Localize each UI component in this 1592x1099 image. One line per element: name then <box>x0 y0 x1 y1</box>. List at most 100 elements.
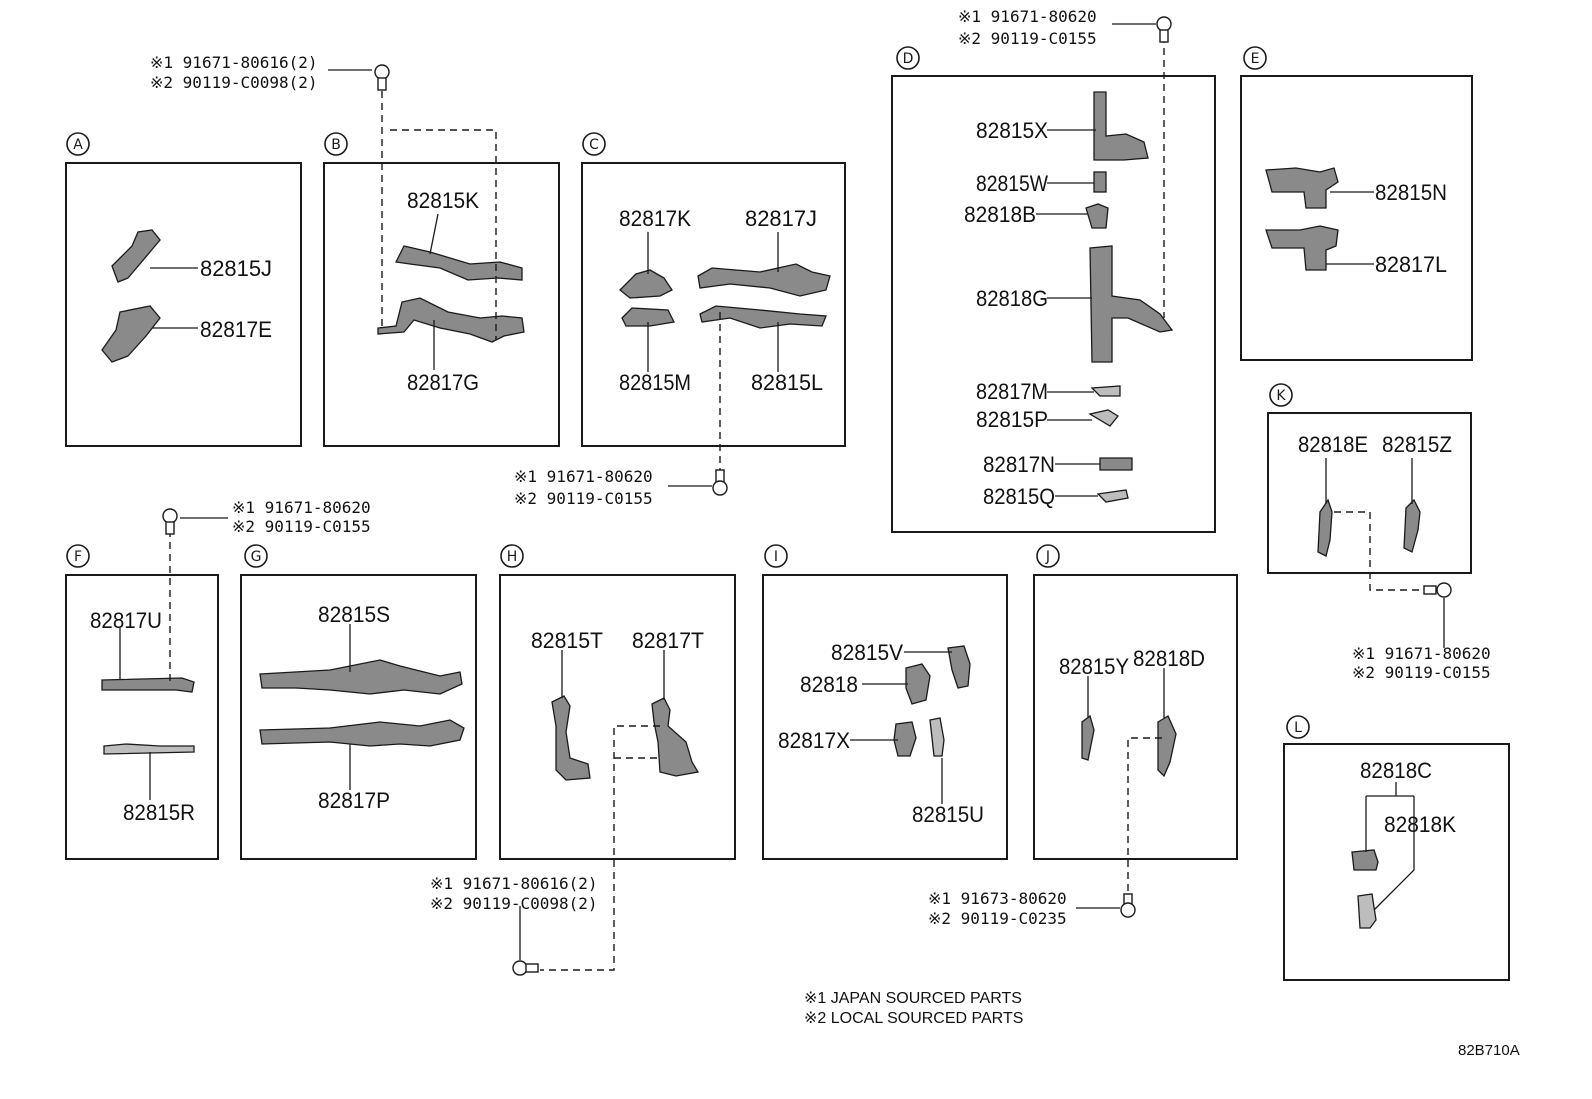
part-number-82817l: 82817L <box>1375 252 1447 277</box>
part-82815t-drawing <box>551 695 591 781</box>
bolt-japan-number: ※1 91671-80620 <box>958 7 1097 26</box>
panel-e-letter: E <box>1251 51 1260 67</box>
part-82817t-drawing <box>651 697 700 777</box>
part-number-82815l: 82815L <box>751 370 823 395</box>
panel-c-frame <box>581 162 846 447</box>
bolt-japan-number: ※1 91671-80616(2) <box>150 53 318 72</box>
part-82815u-drawing <box>929 717 945 757</box>
panel-k-letter: K <box>1276 388 1286 404</box>
bolt-callout-mid-f: ※1 91671-80620 ※2 90119-C0155 <box>162 498 371 536</box>
part-82817n-drawing <box>1099 457 1133 471</box>
part-82817g-drawing <box>377 297 525 343</box>
panel-b-parts: 82815K 82817G <box>377 88 525 395</box>
panel-d-marker <box>896 46 920 70</box>
bolt-icon <box>512 960 528 976</box>
bolt-callout-top-d: ※1 91671-80620 ※2 90119-C0155 <box>958 7 1172 48</box>
panel-j-letter: J <box>1045 549 1050 565</box>
part-number-82815k: 82815K <box>407 188 479 213</box>
part-number-82817x: 82817X <box>778 728 850 753</box>
bolt-local-number: ※2 90119-C0155 <box>514 489 653 508</box>
bolt-callout-mid-c: ※1 91671-80620 ※2 90119-C0155 <box>514 467 728 508</box>
part-number-82817j: 82817J <box>745 206 817 231</box>
panel-h-frame <box>499 574 736 860</box>
part-number-82818c: 82818C <box>1360 758 1432 783</box>
panel-c: C <box>581 132 846 447</box>
part-number-82815s: 82815S <box>318 602 390 627</box>
part-82815z-drawing <box>1403 498 1421 553</box>
bolt-shank-icon <box>715 469 725 483</box>
bolt-callout-bottom-h: ※1 91671-80616(2) ※2 90119-C0098(2) <box>430 874 598 976</box>
dashed-bolt-line-k <box>1334 511 1424 591</box>
dashed-bolt-line-j <box>1127 737 1162 896</box>
panel-k: K <box>1267 383 1472 574</box>
bolt-japan-number: ※1 91671-80620 <box>232 498 371 517</box>
panel-e: E <box>1240 46 1473 361</box>
bolt-local-number: ※2 90119-C0235 <box>928 909 1067 928</box>
part-82817l-drawing <box>1265 225 1339 271</box>
part-82815v-drawing <box>947 645 971 689</box>
part-82815q-drawing <box>1096 489 1129 503</box>
part-number-82815r: 82815R <box>123 800 195 825</box>
bolt-local-number: ※2 90119-C0098(2) <box>150 73 318 92</box>
panel-g: G <box>240 544 477 860</box>
part-number-82817k: 82817K <box>619 206 691 231</box>
panel-g-parts: 82815S 82817P <box>259 602 465 813</box>
part-82818b-drawing <box>1085 203 1109 229</box>
panel-c-letter: C <box>589 137 599 153</box>
panel-f-parts: 82817U 82815R <box>90 530 195 825</box>
bolt-local-number: ※2 90119-C0098(2) <box>430 894 598 913</box>
panel-i-frame <box>762 574 1008 860</box>
panel-b: B <box>323 132 560 447</box>
part-82815w-drawing <box>1093 171 1107 193</box>
part-82818g-drawing <box>1089 245 1174 363</box>
panel-l-letter: L <box>1294 720 1302 736</box>
panel-a-parts: 82815J 82817E <box>101 229 272 363</box>
note-japan-sourced: ※1 JAPAN SOURCED PARTS <box>804 990 1022 1007</box>
dashed-bolt-line-h1 <box>540 725 660 971</box>
part-82817p-drawing <box>259 719 465 747</box>
part-number-82817e: 82817E <box>200 317 272 342</box>
part-number-82815m: 82815M <box>619 370 691 395</box>
part-number-82815p: 82815P <box>976 407 1048 432</box>
panel-k-parts: 82818E 82815Z <box>1298 432 1452 591</box>
part-82818d-drawing <box>1157 715 1177 778</box>
panel-h-letter: H <box>507 549 518 565</box>
part-82815r-drawing <box>103 743 195 755</box>
bolt-icon <box>712 480 728 496</box>
bolt-callout-right-k: ※1 91671-80620 ※2 90119-C0155 <box>1352 582 1491 682</box>
part-82815y-drawing <box>1081 714 1095 761</box>
part-number-82817u: 82817U <box>90 608 162 633</box>
panel-h: H <box>499 544 736 860</box>
bolt-shank-icon <box>525 963 539 973</box>
part-82817k-drawing <box>619 269 673 299</box>
panel-l-parts: 82818C 82818K <box>1351 758 1456 929</box>
part-82817u-drawing <box>101 677 195 693</box>
bolt-shank-icon <box>377 77 387 91</box>
note-local-sourced: ※2 LOCAL SOURCED PARTS <box>804 1010 1023 1027</box>
part-number-82815x: 82815X <box>976 118 1048 143</box>
part-number-82817p: 82817P <box>318 788 390 813</box>
part-number-82815u: 82815U <box>912 802 984 827</box>
part-number-82815j: 82815J <box>200 256 272 281</box>
bolt-icon <box>374 64 390 80</box>
panel-c-marker <box>582 132 606 156</box>
panel-l-frame <box>1283 743 1510 981</box>
panel-d: D <box>891 46 1216 533</box>
panel-c-parts: 82817K 82817J 82815M 82815L <box>619 206 831 478</box>
part-82815l-drawing <box>699 305 827 329</box>
dashed-bolt-line-b2 <box>390 129 497 340</box>
panel-e-marker <box>1243 46 1267 70</box>
part-number-82818k: 82818K <box>1384 812 1456 837</box>
bolt-shank-icon <box>165 521 175 535</box>
part-82817j-drawing <box>697 263 831 297</box>
bolt-local-number: ※2 90119-C0155 <box>958 29 1097 48</box>
part-82817x-drawing <box>893 721 917 757</box>
panel-j-marker <box>1036 544 1060 568</box>
bolt-shank-icon <box>1159 29 1169 43</box>
part-number-82818: 82818 <box>800 672 858 697</box>
bolt-icon <box>1436 582 1452 598</box>
part-82818-drawing <box>905 663 931 705</box>
legend-notes: ※1 JAPAN SOURCED PARTS ※2 LOCAL SOURCED … <box>804 990 1023 1027</box>
part-82815m-drawing <box>621 307 675 327</box>
